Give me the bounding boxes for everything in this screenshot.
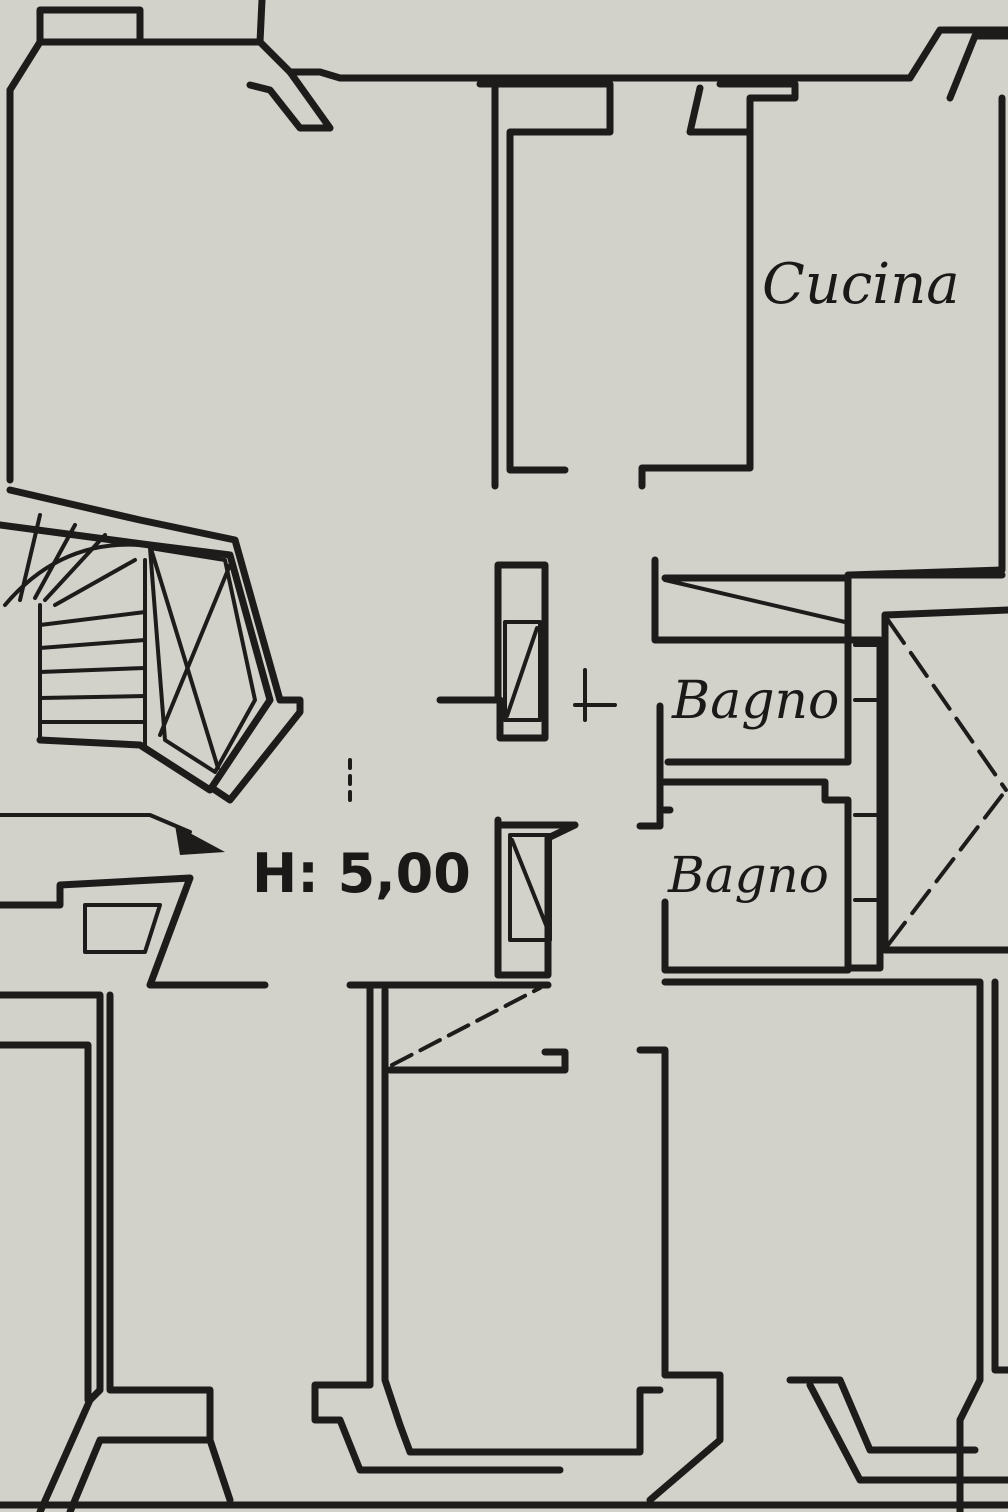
labels: Cucina Bagno Bagno H: 5,00	[252, 252, 960, 905]
entrance-arrow	[0, 813, 225, 855]
bath-label-upper: Bagno	[671, 671, 839, 731]
bath-label-lower: Bagno	[667, 846, 829, 904]
ceiling-height-label: H: 5,00	[252, 842, 471, 905]
corridor-walls	[436, 80, 799, 979]
scratch-marks	[348, 668, 617, 807]
bath-walls	[636, 606, 1008, 974]
kitchen-label: Cucina	[762, 252, 960, 317]
lower-rooms-walls	[0, 874, 1008, 1512]
staircase	[0, 486, 304, 804]
